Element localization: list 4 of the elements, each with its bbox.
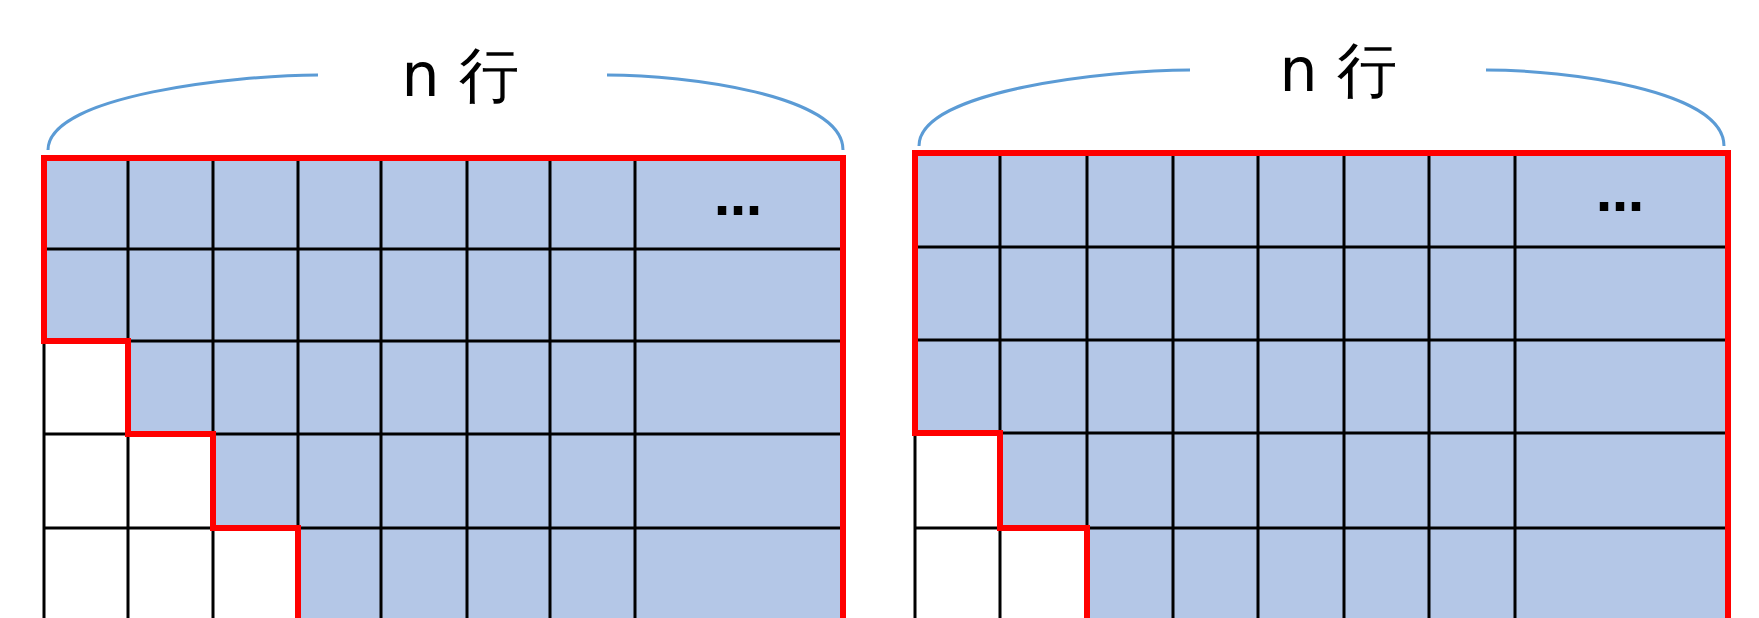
ellipsis: … <box>1596 170 1644 218</box>
ellipsis: … <box>714 174 762 222</box>
row-count-label: n 行 <box>401 45 519 105</box>
row-count-label: n 行 <box>1279 40 1397 100</box>
